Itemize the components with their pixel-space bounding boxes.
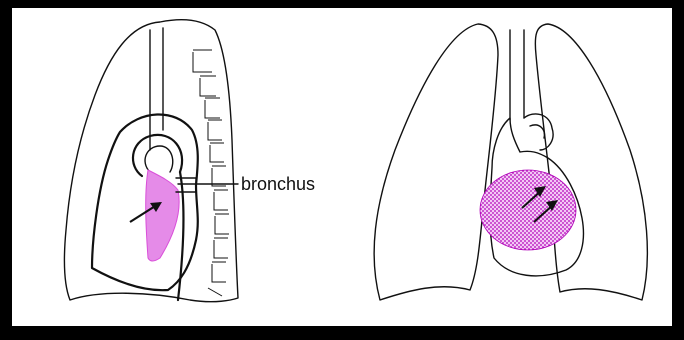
frontal-lung-view <box>374 24 647 300</box>
frontal-aortic-knob <box>524 114 553 150</box>
bronchus-label: bronchus <box>241 174 315 195</box>
lateral-highlight-region <box>146 170 180 261</box>
frontal-highlight-mass <box>480 170 576 250</box>
lateral-spine-ticks <box>193 50 229 296</box>
bronchus-marker <box>176 178 196 192</box>
frontal-left-lung <box>374 24 498 300</box>
lateral-lung-view <box>64 20 238 302</box>
frontal-aortic-knob-inner <box>530 125 544 138</box>
lateral-aortic-arch <box>133 135 182 176</box>
diagram-svg <box>12 8 684 340</box>
diagram-panel: bronchus <box>12 8 672 326</box>
lateral-aortic-arch-inner <box>145 146 173 172</box>
frontal-right-lung <box>535 24 647 300</box>
